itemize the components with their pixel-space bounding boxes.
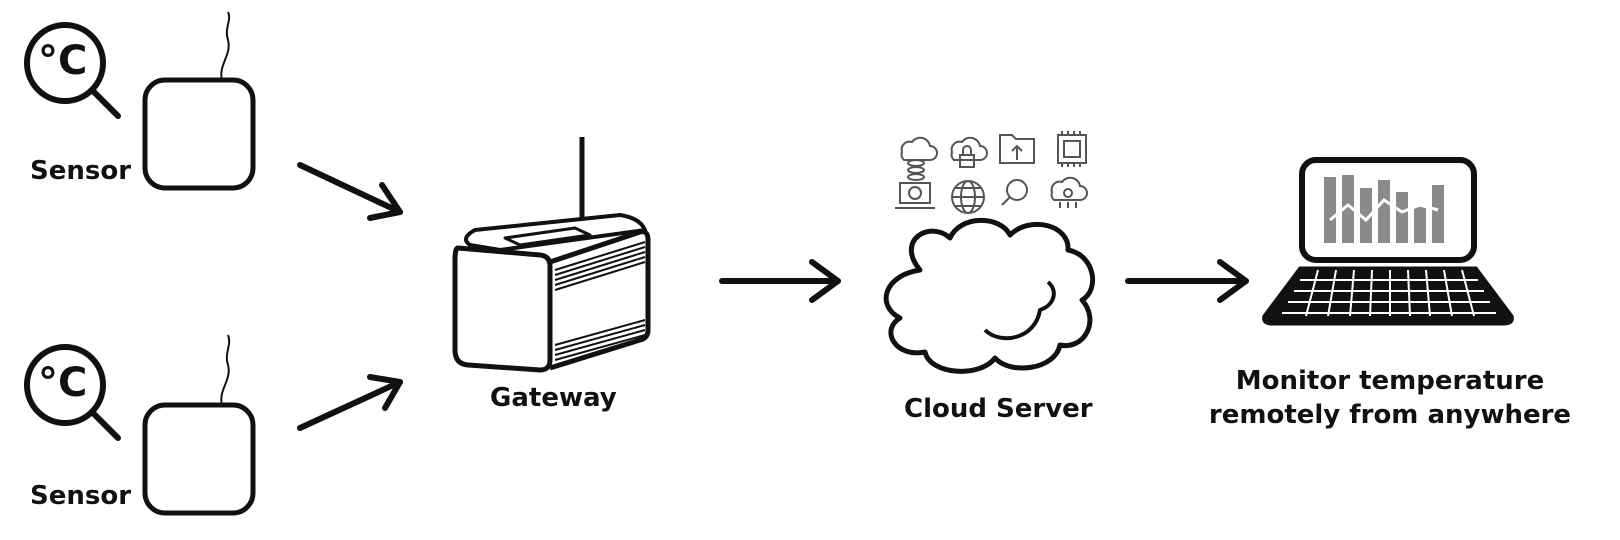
- sensor-top: [24, 11, 256, 191]
- gateway-device: [452, 137, 651, 373]
- sensor-bottom-label: Sensor: [30, 481, 132, 511]
- arrow-sensor-top-to-gateway: [297, 162, 403, 221]
- cloud-database-icon: [900, 136, 938, 181]
- laptop-label-line2: remotely from anywhere: [1208, 399, 1572, 430]
- arrow-gateway-to-cloud: [719, 259, 841, 303]
- sensor-antenna: [220, 11, 231, 81]
- cloud-lock-icon: [950, 136, 988, 168]
- laptop: [1262, 157, 1514, 326]
- sensor-antenna: [220, 334, 231, 406]
- globe-icon: [951, 180, 985, 214]
- thermometer-magnifier-icon: [24, 22, 121, 119]
- gateway-label: Gateway: [490, 383, 617, 413]
- sensor-box: [142, 77, 256, 191]
- cloud-server-shape: [883, 217, 1096, 374]
- laptop-sync-icon: [895, 182, 935, 209]
- laptop-label-line1: Monitor temperature: [1235, 366, 1545, 396]
- cloud-server-label: Cloud Server: [904, 394, 1093, 424]
- laptop-base: [1262, 266, 1514, 326]
- folder-upload-icon: [999, 134, 1035, 164]
- search-cloud-icon: [1001, 179, 1028, 206]
- sensor-bottom: [24, 334, 256, 516]
- arrow-sensor-bottom-to-gateway: [297, 374, 403, 431]
- screen-trend-line: [1329, 198, 1439, 223]
- laptop-keyboard: [1282, 269, 1496, 317]
- arrow-cloud-to-laptop: [1125, 259, 1249, 303]
- celsius-symbol: °C: [38, 360, 88, 406]
- sensor-box: [142, 402, 256, 516]
- celsius-symbol: °C: [38, 38, 88, 84]
- cloud-services-icons: [895, 131, 1088, 214]
- cloud-settings-icon: [1050, 176, 1088, 208]
- laptop-label: Monitor temperature remotely from anywhe…: [1205, 365, 1575, 433]
- thermometer-magnifier-icon: [24, 344, 121, 441]
- sensor-top-label: Sensor: [30, 156, 132, 186]
- screen-chart-bars: [1324, 175, 1444, 243]
- chip-icon: [1057, 131, 1087, 167]
